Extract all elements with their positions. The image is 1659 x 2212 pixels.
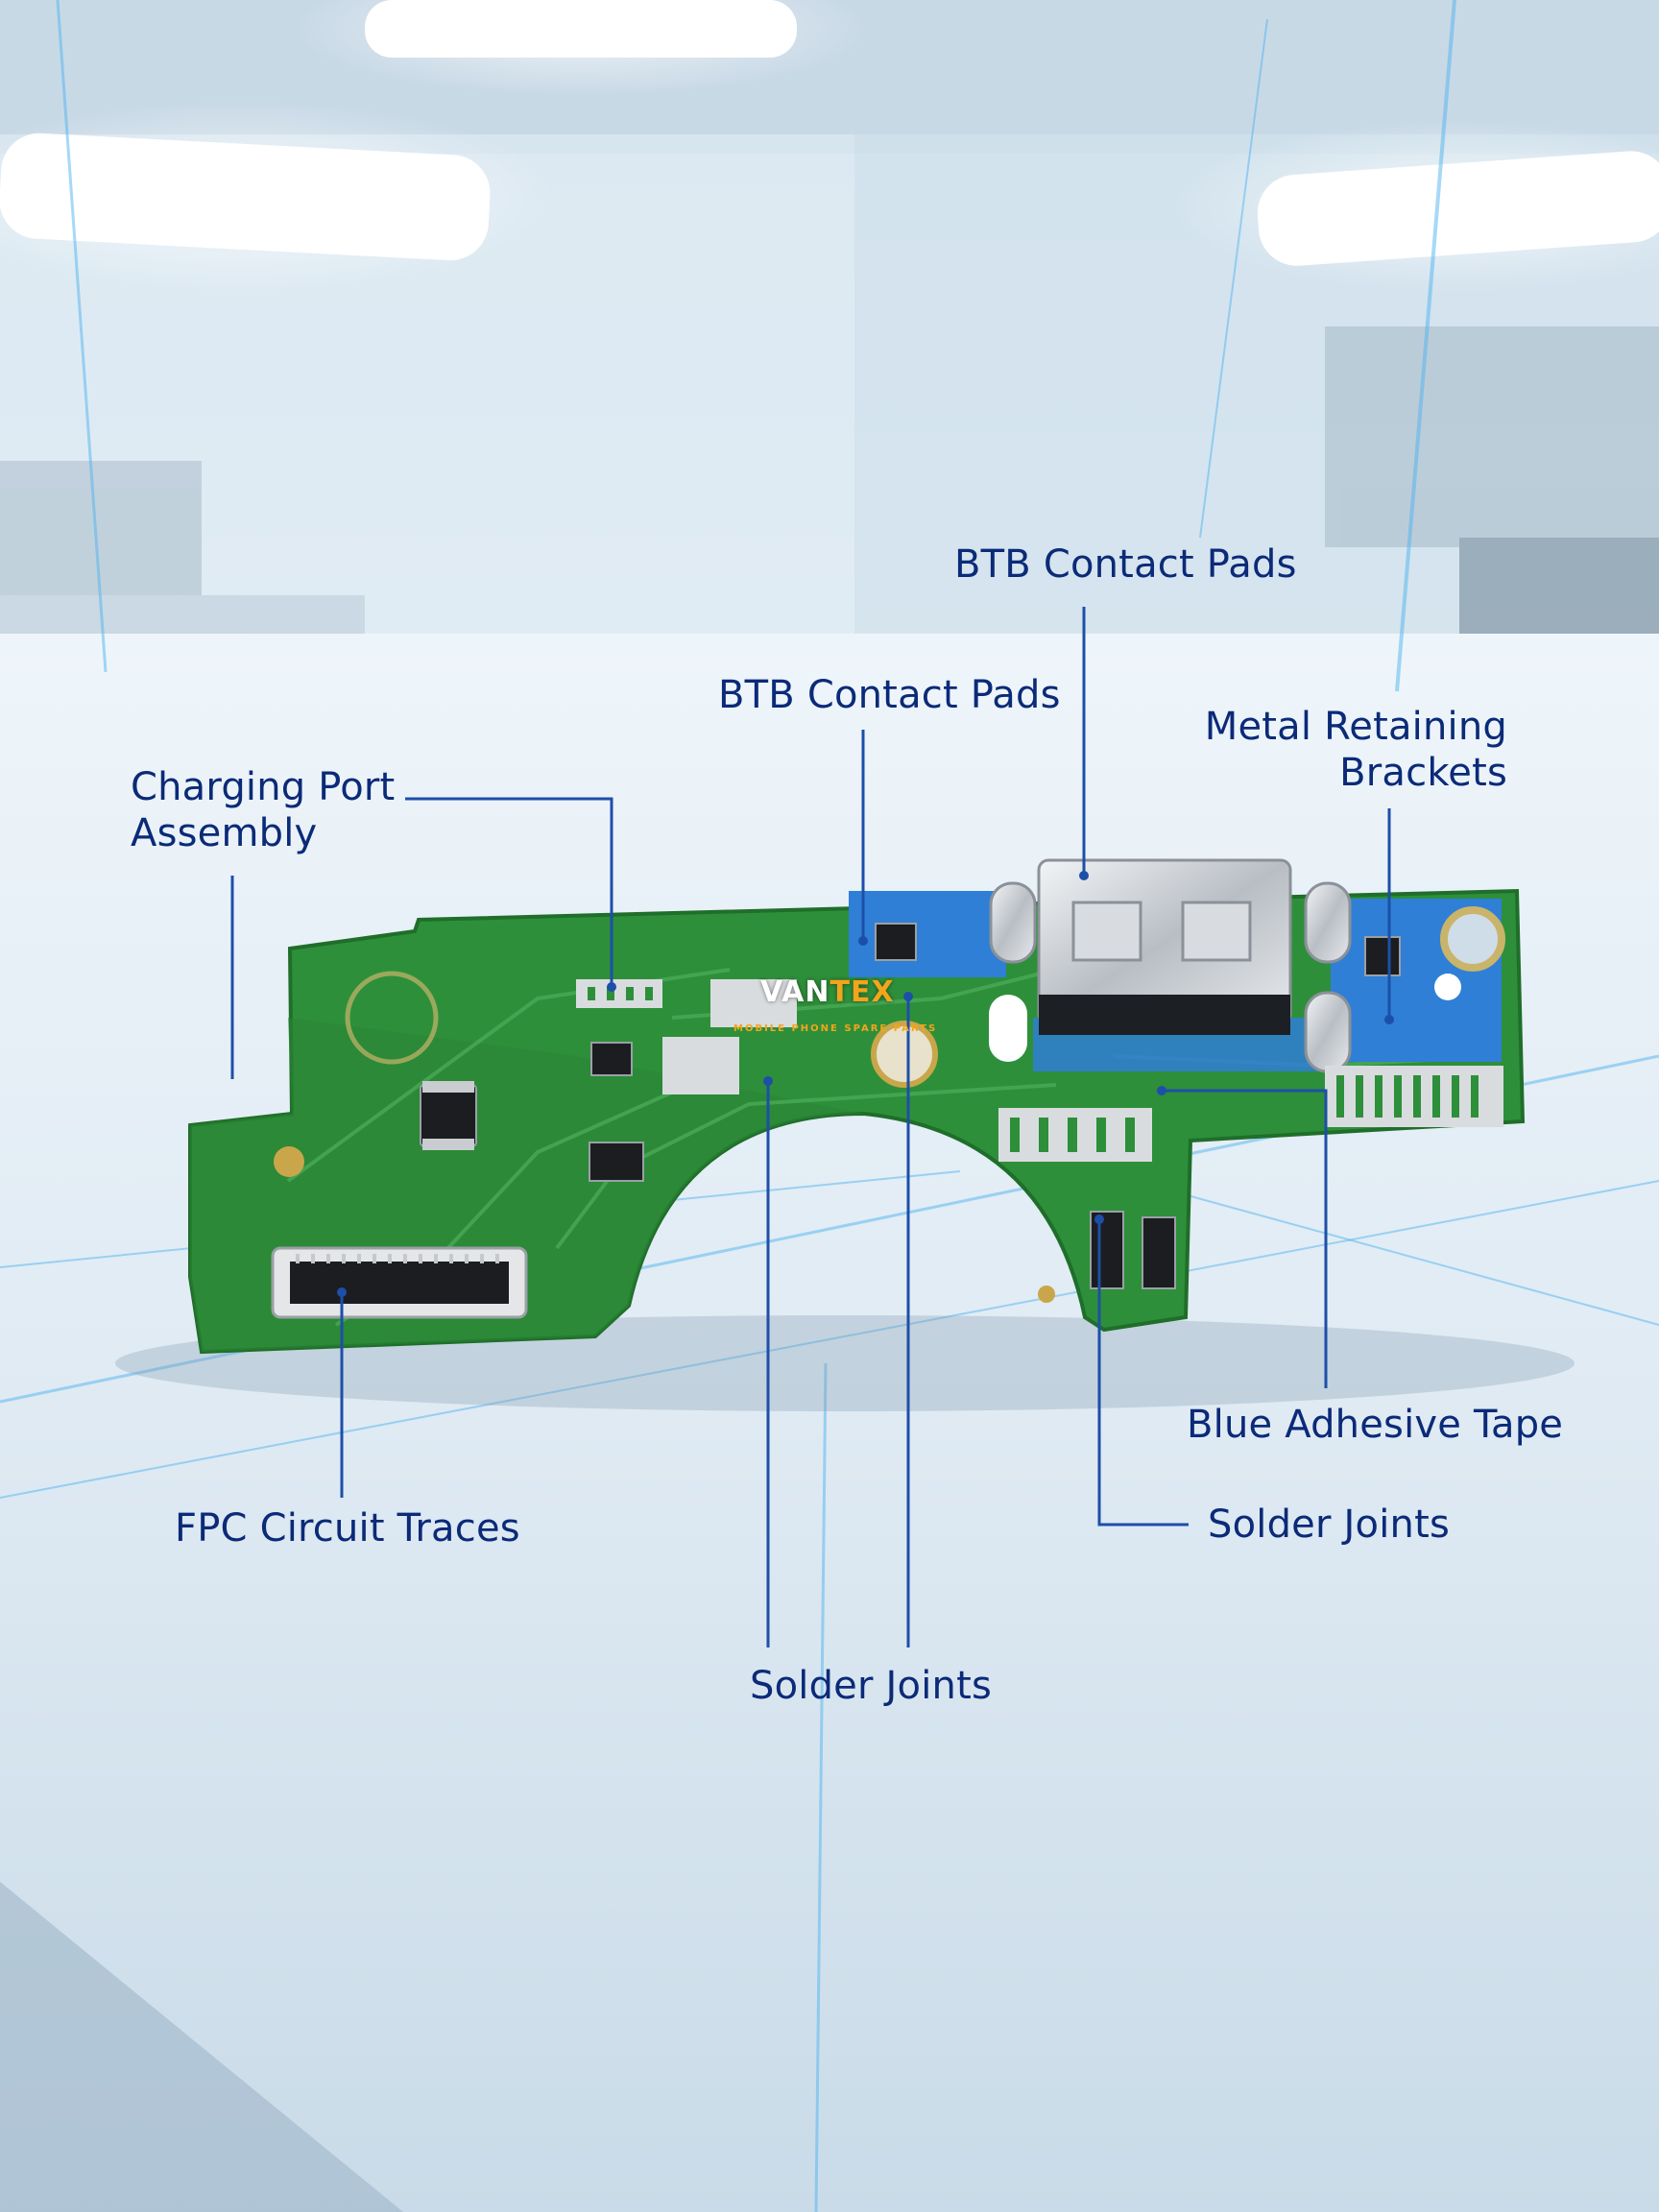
- label-charging-port-assembly: Charging Port Assembly: [131, 765, 396, 855]
- label-btb-contact-pads-right: BTB Contact Pads: [954, 542, 1297, 587]
- label-metal-retaining-brackets: Metal Retaining Brackets: [1204, 705, 1507, 795]
- brand-name-part1: VAN: [760, 975, 830, 1009]
- brand-logo: VANTEX: [760, 975, 895, 1009]
- ceiling-lights: [0, 0, 1659, 293]
- brand-name-part2: TEX: [830, 975, 895, 1009]
- label-btb-contact-pads-left: BTB Contact Pads: [718, 673, 1061, 717]
- label-fpc-circuit-traces: FPC Circuit Traces: [175, 1506, 520, 1551]
- leader-solder-right: [1097, 1219, 1189, 1527]
- label-solder-joints-right: Solder Joints: [1208, 1503, 1450, 1547]
- label-solder-joints-center: Solder Joints: [750, 1664, 992, 1708]
- background-equipment: [0, 326, 1659, 672]
- leader-blue-tape: [1162, 1089, 1328, 1388]
- leader-charging-port: [405, 797, 613, 987]
- leader-lines: [230, 607, 1391, 1647]
- charging-port-pcb: [188, 858, 1526, 1355]
- brand-tagline: MOBILE PHONE SPARE PARTS: [733, 1023, 938, 1034]
- label-blue-adhesive-tape: Blue Adhesive Tape: [1187, 1403, 1564, 1447]
